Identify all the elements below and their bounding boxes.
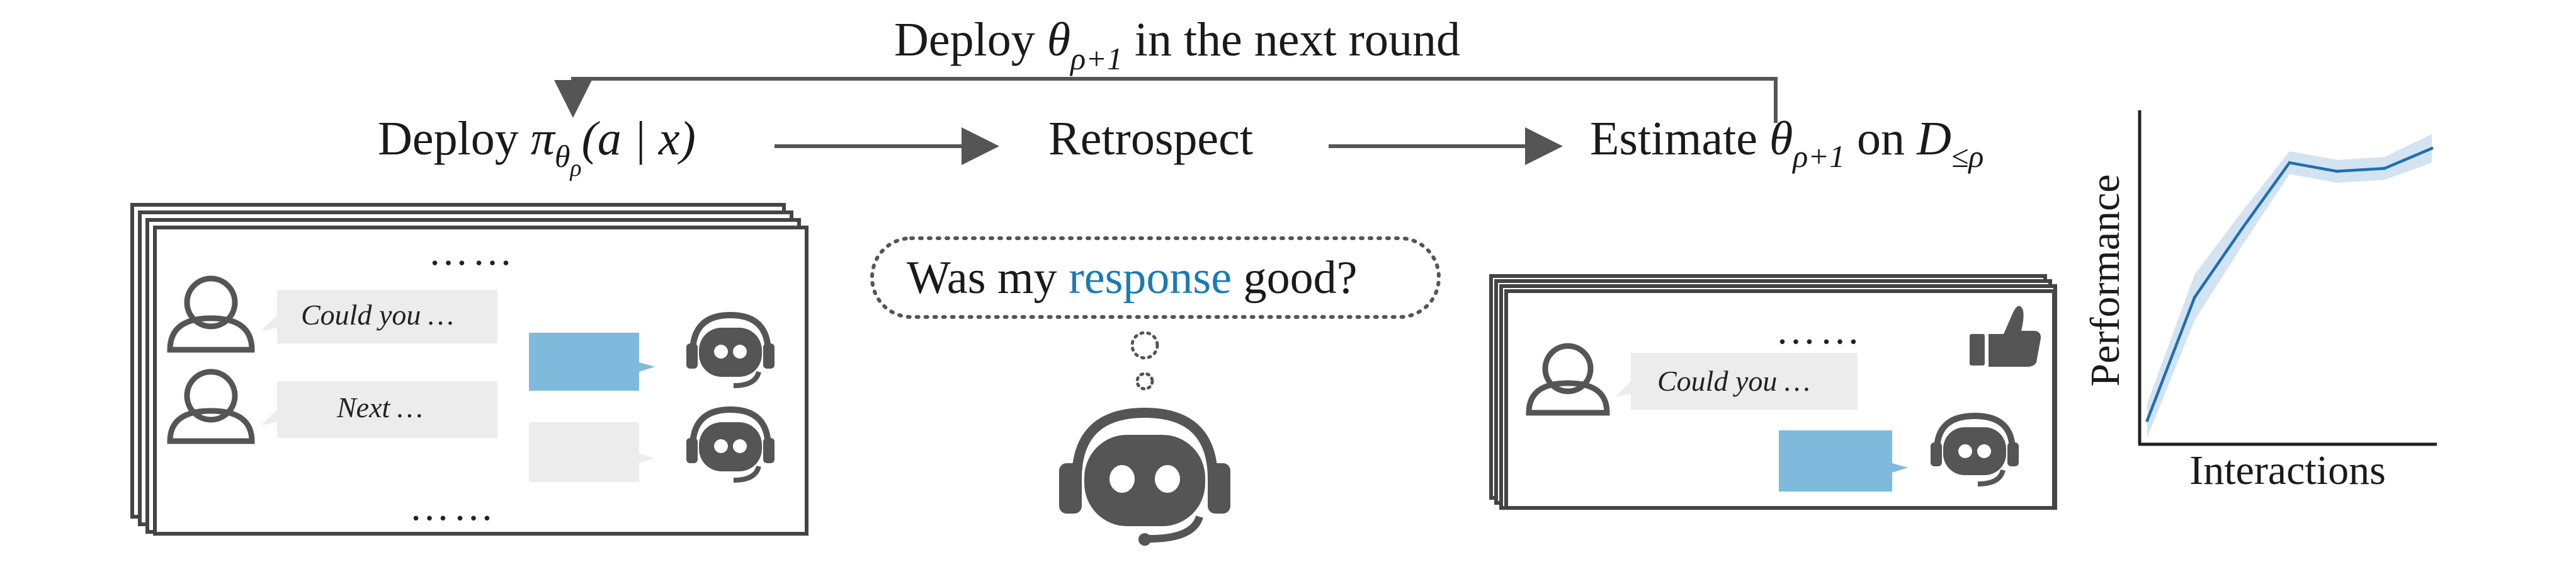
loop-back-arrow	[554, 77, 1778, 123]
retrospect-step-label: Retrospect	[1048, 112, 1253, 165]
svg-text:Could you …: Could you …	[301, 299, 454, 331]
conversation-ellipsis-bottom: ……	[409, 484, 497, 529]
bot-icon	[1931, 412, 2019, 486]
user-message-bubble: Could you …	[261, 290, 497, 343]
chart-data-point	[2288, 161, 2291, 164]
bot-response-bubble	[1779, 430, 1908, 492]
bot-response-bubble	[529, 333, 655, 391]
bot-icon	[686, 406, 775, 483]
thumbs-up-icon	[1970, 306, 2041, 367]
feedback-conversations-panel: …… Could you …	[1489, 274, 2057, 510]
bot-response-bubble	[529, 422, 655, 482]
chart-confidence-band	[2147, 134, 2432, 438]
estimate-step-label: Estimate θρ+1 on D≤ρ	[1590, 112, 1983, 174]
svg-text:Next …: Next …	[336, 391, 423, 423]
chart-data-point	[2145, 418, 2149, 422]
thought-text: Was my response good?	[907, 252, 1357, 304]
chart-x-axis-label: Interactions	[2189, 447, 2386, 493]
performance-chart: Interactions Performance	[2082, 110, 2437, 493]
bot-icon	[686, 311, 775, 388]
user-icon	[1526, 343, 1610, 416]
conversation-ellipsis-top: ……	[428, 229, 516, 273]
user-icon	[167, 369, 255, 444]
deployment-conversations-panel: …… Could you … Next …	[130, 203, 809, 536]
chart-series-line	[2145, 147, 2432, 422]
svg-text:Could you …: Could you …	[1657, 365, 1810, 397]
chart-data-point	[2193, 296, 2196, 299]
user-icon	[167, 275, 255, 353]
retrospect-thought: Was my response good?	[870, 236, 1441, 391]
chart-data-point	[2383, 166, 2386, 170]
chart-data-point	[2335, 170, 2339, 173]
user-message-bubble: Next …	[261, 381, 497, 438]
conversation-ellipsis: ……	[1776, 308, 1864, 352]
user-message-bubble: Could you …	[1615, 353, 1858, 410]
chart-data-point	[2430, 146, 2434, 150]
chart-data-point	[2240, 227, 2244, 231]
chart-y-axis-label: Performance	[2082, 174, 2128, 386]
deploy-step-label: Deploy πθρ(a | x)	[378, 112, 696, 181]
bot-icon	[1059, 407, 1230, 546]
loop-label: Deploy θρ+1 in the next round	[894, 13, 1460, 76]
